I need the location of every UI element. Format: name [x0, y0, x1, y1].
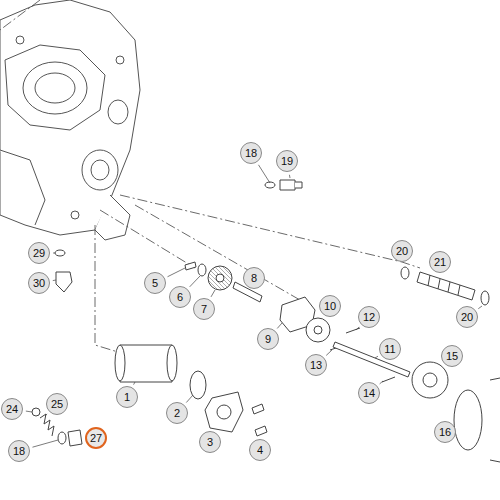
callout-text: 29	[33, 247, 45, 259]
callout-text: 25	[51, 398, 63, 410]
callout-text: 20	[396, 245, 408, 257]
callout-number: 25	[46, 393, 68, 415]
callout-number: 10	[319, 295, 341, 317]
callout-number: 18	[240, 142, 262, 164]
callout-text: 3	[207, 436, 213, 448]
crankcase	[0, 0, 140, 240]
leader-line	[168, 268, 185, 277]
callout-number: 21	[429, 251, 451, 273]
parts	[32, 180, 500, 462]
leader-line	[45, 414, 47, 416]
callout-text: 15	[446, 350, 458, 362]
leader-line	[258, 165, 270, 183]
callout-number: 4	[249, 439, 271, 461]
callout-text: 10	[324, 300, 336, 312]
leader-line	[186, 395, 193, 403]
callout-text: 18	[13, 445, 25, 457]
callout-text: 20	[461, 311, 473, 323]
callout-number: 6	[169, 286, 191, 308]
callout-text: 16	[439, 426, 451, 438]
callout-number: 1	[116, 386, 138, 408]
leader-line	[211, 290, 215, 297]
callout-text: 4	[257, 444, 263, 456]
leader-line	[326, 350, 332, 355]
callout-number: 11	[379, 338, 401, 360]
callout-number: 19	[276, 150, 298, 172]
callout-number: 14	[358, 382, 380, 404]
callout-number: 20	[456, 306, 478, 328]
leader-line	[53, 253, 55, 254]
leader-lines	[26, 165, 482, 447]
callout-number: 13	[305, 354, 327, 376]
callout-text: 18	[245, 147, 257, 159]
callout-text: 13	[310, 359, 322, 371]
callout-text: 7	[201, 303, 207, 315]
callout-number: 29	[28, 242, 50, 264]
callout-text: 14	[363, 387, 375, 399]
callout-number: 12	[358, 306, 380, 328]
leader-line	[277, 323, 282, 328]
callout-text: 27	[90, 432, 102, 444]
callout-number: 3	[199, 431, 221, 453]
callout-number: 5	[144, 272, 166, 294]
assembly-lines	[0, 0, 420, 352]
callout-number: 30	[28, 272, 50, 294]
leader-line	[380, 381, 383, 384]
leader-line	[26, 411, 32, 413]
leader-line	[53, 280, 56, 282]
callout-text: 11	[384, 343, 395, 355]
callout-number: 9	[257, 328, 279, 350]
callout-number: 18	[8, 440, 30, 462]
callout-number: 20	[391, 240, 413, 262]
callout-text: 1	[124, 391, 130, 403]
callout-text: 12	[363, 311, 375, 323]
leader-line	[375, 356, 378, 358]
leader-line	[190, 276, 200, 287]
callout-text: 24	[6, 403, 18, 415]
callout-number: 2	[166, 402, 188, 424]
callout-text: 21	[434, 256, 446, 268]
callout-text: 9	[265, 333, 271, 345]
leader-line	[32, 440, 58, 447]
callout-text: 5	[152, 277, 158, 289]
leader-line	[289, 175, 291, 178]
callout-text: 30	[33, 277, 45, 289]
leader-line	[478, 306, 482, 309]
callout-text: 2	[174, 407, 180, 419]
leader-line	[134, 382, 135, 385]
callout-text: 19	[281, 155, 293, 167]
callout-number: 24	[1, 398, 23, 420]
callout-number: 7	[193, 298, 215, 320]
callout-text: 6	[177, 291, 183, 303]
callout-text: 8	[251, 272, 257, 284]
callout-number: 15	[441, 345, 463, 367]
leader-line	[356, 327, 359, 330]
callout-number: 27	[85, 427, 107, 449]
callout-number: 8	[243, 267, 265, 289]
callout-number: 16	[434, 421, 456, 443]
